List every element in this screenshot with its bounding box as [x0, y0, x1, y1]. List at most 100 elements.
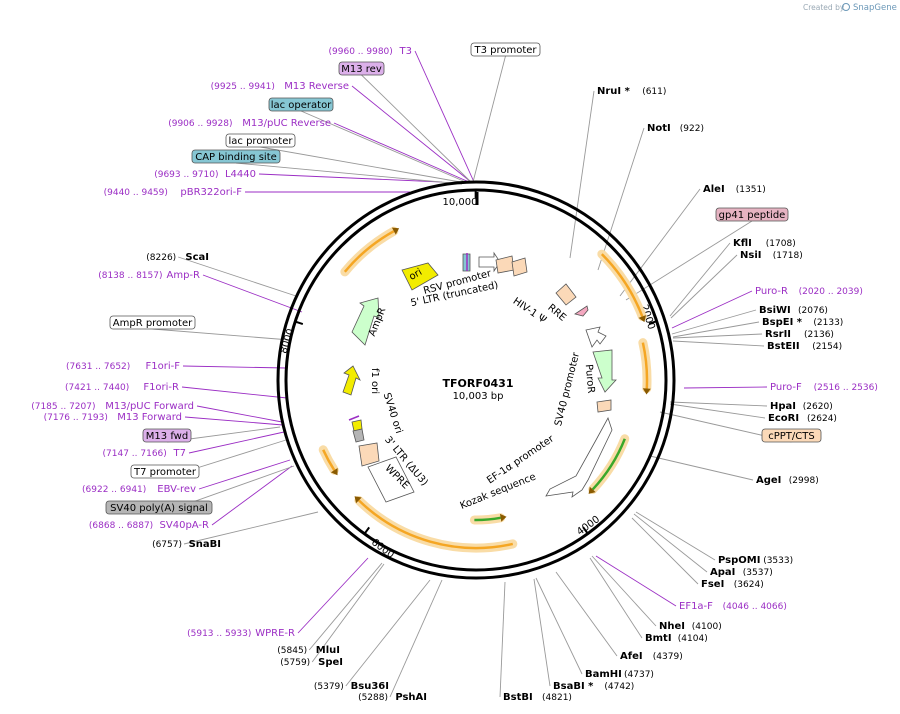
site-name: MluI [316, 645, 340, 656]
box-label-text: M13 fwd [146, 431, 188, 442]
primer-label-ef1af: EF1a-F(4046 .. 4066) [679, 601, 787, 612]
site-label-spei: SpeI(5759) [280, 657, 343, 668]
primer-leader [333, 122, 470, 183]
box-label-bg [142, 428, 192, 443]
primer-leader [211, 465, 293, 526]
primer-name: Puro-F [770, 382, 802, 393]
primer-name: M13/pUC Forward [105, 401, 194, 412]
site-name: Bsu36I [351, 681, 389, 692]
primer-leader [683, 386, 768, 389]
site-name: HpaI [770, 401, 796, 412]
primer-position: (9960 .. 9980) [329, 47, 393, 57]
box-label-bg [225, 133, 296, 148]
box-label-cap-site: CAP binding site [191, 149, 281, 164]
box-label-bg [715, 207, 789, 222]
site-leader [389, 579, 443, 698]
ef1a-promoter-arrow [545, 417, 613, 498]
box-leader [625, 220, 753, 301]
box-leader [235, 162, 463, 185]
box-label-bg [130, 464, 200, 479]
site-position: (5379) [314, 682, 344, 692]
watermark-snapgene: SnapGene [853, 3, 897, 13]
site-position: (2136) [804, 330, 834, 340]
orf-arc-4 [322, 449, 336, 471]
site-name: NheI [659, 621, 685, 632]
site-leader [672, 321, 760, 338]
primer-position: (9440 .. 9459) [104, 188, 168, 198]
site-position: (1351) [736, 185, 766, 195]
scale-tick-label: 8000 [278, 327, 296, 355]
site-name: PspOMI [718, 555, 760, 566]
orf-arc-5 [343, 230, 395, 273]
gp41-marker [574, 305, 589, 317]
primer-label-m13pucreverse: M13/pUC Reverse (9906 .. 9928) [168, 118, 331, 129]
site-label-bstbi: BstBI(4821) [503, 692, 572, 703]
site-position: (3537) [743, 568, 773, 578]
box-label-gp41: gp41 peptide [715, 207, 789, 222]
primer-name: L4440 [225, 169, 256, 180]
site-leader [649, 455, 754, 481]
site-position: (922) [680, 124, 704, 134]
primer-label-pbr322orif: pBR322ori-F(9440 .. 9459) [104, 187, 243, 198]
primer-label-sv40par: SV40pA-R(6868 .. 6887) [89, 520, 209, 531]
site-name: RsrII [765, 329, 791, 340]
primer-name: EF1a-F [679, 601, 713, 612]
primer-name: M13/pUC Reverse [242, 118, 331, 129]
site-leader [670, 254, 738, 319]
site-leader [671, 309, 757, 335]
plasmid-name: TFORF0431 [443, 377, 514, 390]
site-name: NruI * [597, 86, 631, 97]
site-leader [672, 333, 763, 339]
primer-leader [181, 386, 288, 399]
site-leader [345, 579, 431, 687]
site-label-nhei: NheI(4100) [659, 621, 722, 632]
site-leader [308, 562, 383, 651]
site-position: (611) [642, 87, 666, 97]
site-name: SpeI [318, 657, 343, 668]
site-leader [669, 401, 768, 407]
site-label-bsiwi: BsiWI(2076) [759, 305, 828, 316]
backbone-outer [276, 180, 676, 580]
ltr5-box [495, 255, 515, 274]
primer-label-ebvrev: EBV-rev(6922 .. 6941) [82, 484, 196, 495]
primer-position: (7176 .. 7193) [44, 413, 108, 423]
watermark-created-by: Created by [803, 3, 845, 12]
site-leader [555, 571, 618, 657]
site-leader [569, 90, 595, 259]
site-leader [535, 577, 583, 675]
primer-position: (6868 .. 6887) [89, 521, 153, 531]
primer-label-m13pucforward: M13/pUC Forward(7185 .. 7207) [31, 401, 194, 412]
primer-label-m13reverse: M13 Reverse(9925 .. 9941) [211, 81, 349, 92]
site-position: (2998) [789, 476, 819, 486]
sv40-polya-box [352, 428, 365, 443]
site-position: (2154) [812, 342, 842, 352]
feature-label-sv40-ori: SV40 ori [381, 392, 404, 435]
site-leader [591, 555, 657, 627]
site-name: AgeI [756, 475, 781, 486]
feature-label-puror: PuroR [583, 364, 597, 394]
orf-arcs [318, 226, 652, 553]
primer-position: (9906 .. 9928) [168, 119, 232, 129]
site-name: ScaI [185, 252, 209, 263]
primer-leader [351, 85, 472, 183]
site-position: (2624) [807, 414, 837, 424]
primer-leader [414, 50, 475, 183]
feature-label-hiv-psi: HIV-1 Ψ [511, 296, 549, 326]
primer-position: (9693 .. 9710) [154, 170, 218, 180]
primer-name: F1ori-F [146, 361, 181, 372]
site-name: EcoRI [768, 413, 799, 424]
site-position: (2076) [798, 306, 828, 316]
primer-name: WPRE-R [255, 628, 295, 639]
site-leader [178, 256, 297, 297]
scale-tick-3 [294, 320, 304, 325]
primer-label-wprer: WPRE-R(5913 .. 5933) [187, 628, 295, 639]
wpre-box [367, 456, 415, 503]
site-label-scai: ScaI(8226) [146, 252, 209, 263]
box-label-t7-promoter: T7 promoter [130, 464, 200, 479]
primer-label-puror: Puro-R(2020 .. 2039) [755, 286, 863, 297]
box-leader [300, 110, 469, 184]
primer-label-l4440: L4440 (9693 .. 9710) [154, 169, 256, 180]
primer-name: Puro-R [755, 286, 788, 297]
box-leader [361, 74, 472, 183]
box-label-m13-rev: M13 rev [338, 61, 385, 76]
